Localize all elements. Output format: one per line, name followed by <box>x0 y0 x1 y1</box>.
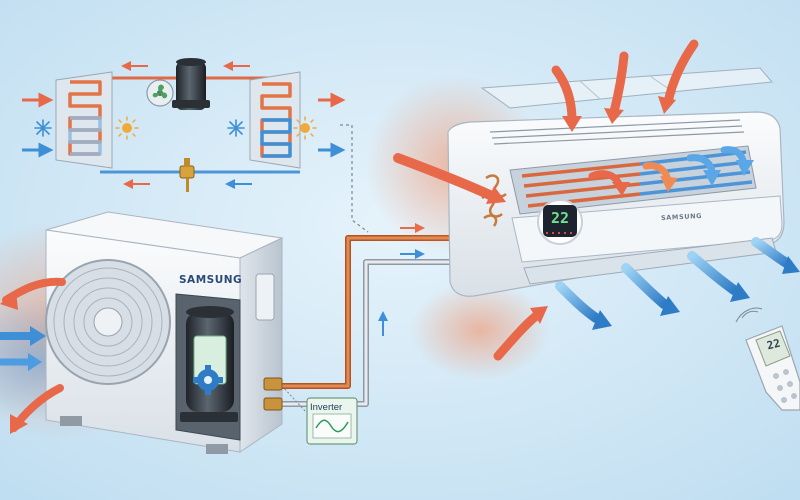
fan-grille <box>45 259 171 385</box>
leader-line <box>340 124 369 233</box>
arrow-icon <box>612 182 630 196</box>
arrow-icon <box>658 96 676 114</box>
cutaway-panel <box>509 145 757 215</box>
arrow-icon <box>486 186 506 204</box>
unit-foot <box>206 444 228 454</box>
arrow-icon <box>730 282 750 302</box>
evaporator-coil-schematic <box>249 71 301 169</box>
arrow-icon <box>660 176 678 192</box>
internal-airflow <box>588 146 754 196</box>
top-vent <box>489 119 745 145</box>
inverter-board <box>306 397 358 445</box>
indoor-unit <box>447 67 785 297</box>
compressor-icon <box>172 58 210 110</box>
arrow-icon <box>660 296 680 316</box>
arrow-icon <box>782 256 800 274</box>
indoor-temperature-readout: 22 <box>551 209 570 227</box>
arrow-icon <box>30 326 46 346</box>
service-valve <box>263 397 283 411</box>
signal-icon <box>735 307 763 323</box>
fan-icon <box>146 79 174 107</box>
remote-temperature-readout: 22 <box>765 336 782 353</box>
arrow-icon <box>736 160 754 176</box>
arrow-icon <box>530 306 548 324</box>
heat-glow <box>410 280 550 380</box>
wave-icon <box>315 419 349 433</box>
arrow-icon <box>0 290 18 310</box>
filter-panel <box>480 67 774 109</box>
refrigeration-cycle-schematic <box>22 58 346 192</box>
unit-foot <box>60 416 82 426</box>
arrow-icon <box>562 116 582 132</box>
signal-icon <box>741 310 759 319</box>
leader-line <box>281 385 307 413</box>
outdoor-unit <box>45 211 284 454</box>
arrow-icon <box>10 414 28 434</box>
outdoor-brand-label: SAMSUNG <box>179 274 243 286</box>
cool-airflow <box>555 237 800 330</box>
arrow-icon <box>592 310 612 330</box>
snowflake-icon <box>34 119 52 137</box>
arrow-icon <box>604 108 624 124</box>
gear-icon <box>193 365 223 395</box>
snowflake-icon <box>227 119 245 137</box>
remote-control <box>735 307 800 411</box>
temperature-display <box>537 199 583 245</box>
sun-icon <box>293 116 317 140</box>
arrow-icon <box>28 353 42 371</box>
compressor-icon <box>180 306 238 422</box>
condenser-coil-schematic <box>55 71 113 169</box>
service-panel <box>255 273 275 321</box>
expansion-valve-icon <box>179 158 195 192</box>
inverter-label: Inverter <box>310 402 343 413</box>
sun-icon <box>115 116 139 140</box>
intake-airflow <box>393 39 699 361</box>
arrow-icon <box>703 170 721 186</box>
outdoor-airflow <box>0 277 66 434</box>
service-valve <box>263 377 283 391</box>
